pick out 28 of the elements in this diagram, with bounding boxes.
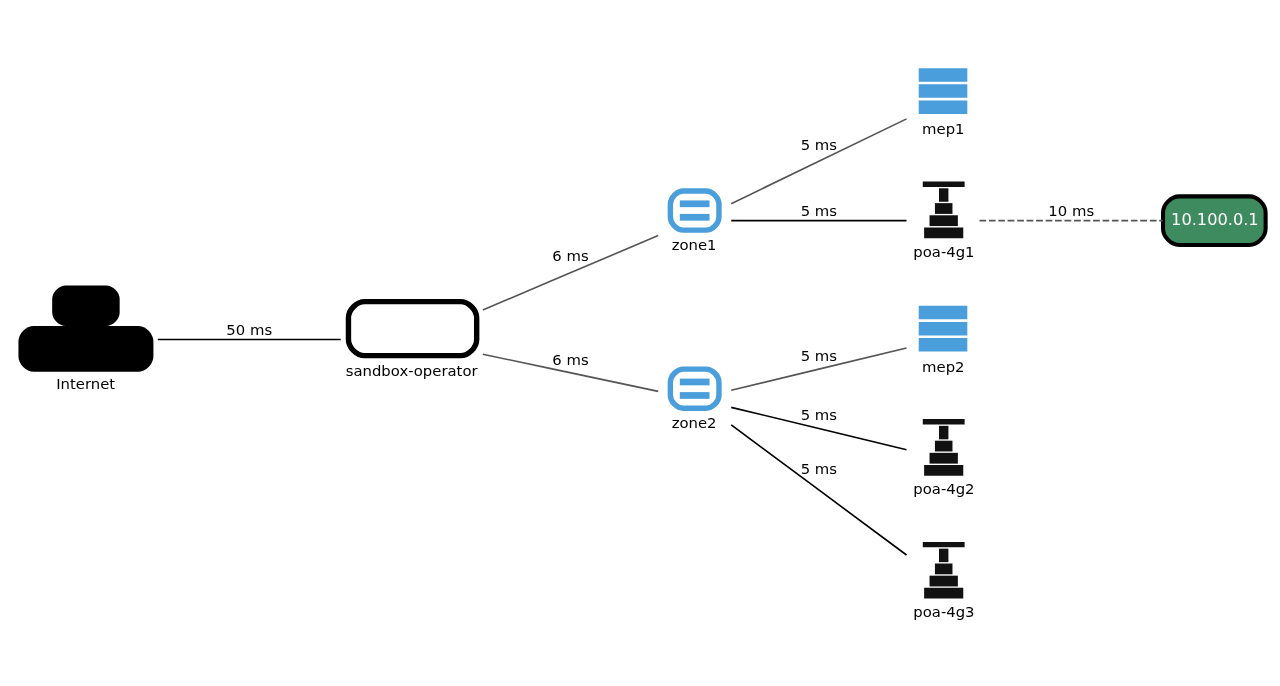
- node-label: mep1: [922, 119, 965, 137]
- connector: [730, 117, 908, 204]
- connector: [482, 234, 659, 311]
- node-box: 10.100.0.1: [1161, 193, 1268, 247]
- node-label: zone2: [671, 413, 717, 431]
- connector: [157, 338, 342, 340]
- edge-label: 5 ms: [800, 405, 838, 423]
- node-label: Internet: [56, 374, 116, 392]
- node-label: sandbox-operator: [345, 361, 478, 379]
- connector: [730, 346, 908, 391]
- edge-label: 5 ms: [800, 459, 838, 477]
- connector: [730, 406, 908, 451]
- edge-label: 5 ms: [800, 346, 838, 364]
- node-label: zone1: [671, 235, 717, 253]
- edge-label: 6 ms: [552, 350, 589, 368]
- edge-label: 5 ms: [800, 135, 838, 153]
- edge-label: 50 ms: [226, 320, 273, 338]
- node-label: poa-4g1: [913, 242, 975, 260]
- connector: [978, 219, 1164, 221]
- connector: [730, 219, 908, 221]
- edge-label: 5 ms: [800, 201, 838, 219]
- node-label: poa-4g3: [913, 602, 975, 620]
- connector: [482, 352, 659, 392]
- edge-label: 10 ms: [1048, 201, 1095, 219]
- node-label: mep2: [922, 357, 965, 375]
- edge-label: 6 ms: [552, 246, 589, 264]
- connector: [730, 423, 908, 556]
- node-label: poa-4g2: [913, 479, 975, 497]
